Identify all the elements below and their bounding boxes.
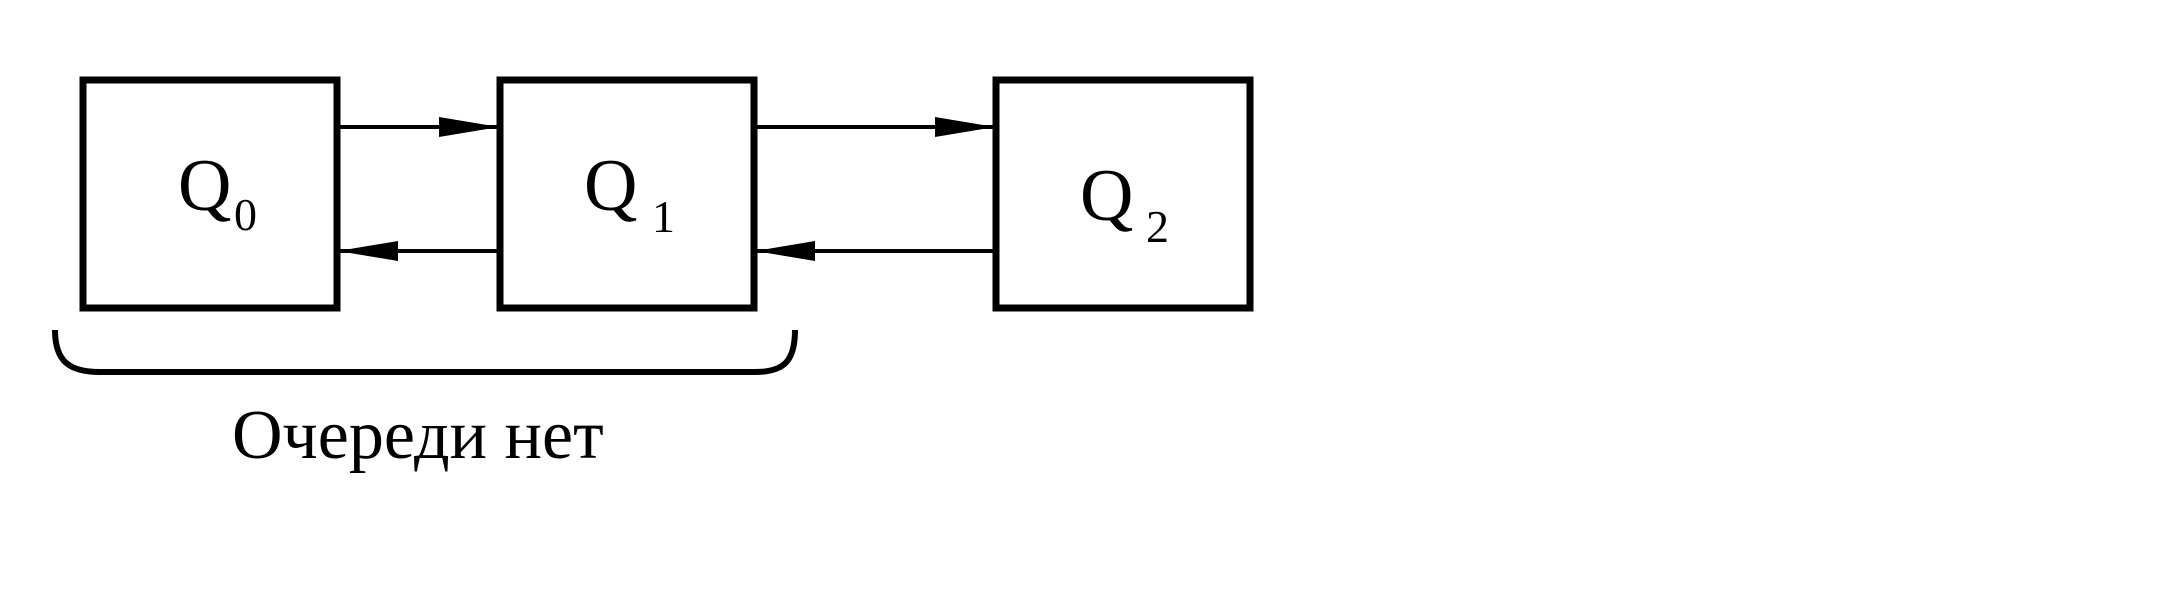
- state-q2-index: 2: [1146, 201, 1169, 252]
- brace-no-queue: [52, 329, 798, 375]
- state-q0-letter: Q: [178, 145, 231, 227]
- state-q0: Q 0: [79, 76, 341, 312]
- state-box-q0: [79, 76, 341, 312]
- state-box-q2: [992, 76, 1254, 312]
- state-q2-letter: Q: [1080, 155, 1133, 237]
- state-q2: Q 2: [992, 76, 1254, 312]
- state-box-q1: [496, 76, 758, 312]
- state-q0-index: 0: [234, 189, 257, 240]
- state-q1-index: 1: [652, 191, 675, 242]
- brace-caption: Очереди нет: [232, 397, 604, 474]
- state-q1-letter: Q: [584, 145, 637, 227]
- state-q1: Q 1: [496, 76, 758, 312]
